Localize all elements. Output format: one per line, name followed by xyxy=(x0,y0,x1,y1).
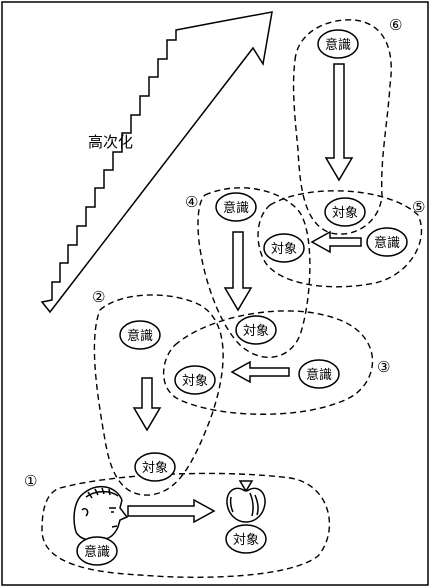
arrow-left-3 xyxy=(232,362,289,382)
apple-icon xyxy=(227,481,265,522)
object-label-2: 対象 xyxy=(142,461,168,476)
elevation-label: 高次化 xyxy=(88,133,133,151)
consciousness-label-4: 意識 xyxy=(223,200,249,216)
consciousness-label-2: 意識 xyxy=(127,328,153,344)
stage-number-5: ⑤ xyxy=(412,198,425,216)
object-label-5: 対象 xyxy=(271,242,297,257)
stage-number-6: ⑥ xyxy=(389,16,402,34)
stage-number-4: ④ xyxy=(185,193,198,211)
object-label-6: 対象 xyxy=(332,206,358,221)
arrow-down-2 xyxy=(134,378,160,430)
consciousness-label-3: 意識 xyxy=(306,367,332,383)
consciousness-label-6: 意識 xyxy=(325,37,351,53)
arrow-right-1 xyxy=(128,500,214,522)
object-label-4: 対象 xyxy=(243,324,269,339)
stage-number-1: ① xyxy=(24,472,37,490)
arrow-left-5 xyxy=(312,232,361,252)
consciousness-label-1: 意識 xyxy=(84,544,110,560)
consciousness-label-5: 意識 xyxy=(374,235,400,251)
object-label-1: 対象 xyxy=(233,533,259,548)
arrow-down-4 xyxy=(225,232,251,310)
arrow-down-6 xyxy=(326,64,352,180)
stage-number-2: ② xyxy=(92,288,105,306)
person-head-icon xyxy=(74,487,127,541)
object-label-3: 対象 xyxy=(182,374,208,389)
stage-number-3: ③ xyxy=(377,358,390,376)
